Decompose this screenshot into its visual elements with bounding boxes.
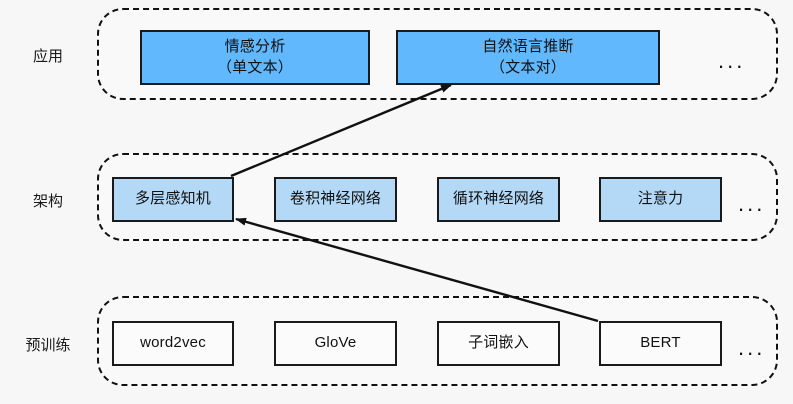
node-mlp-label: 多层感知机 bbox=[134, 190, 211, 208]
group-architecture: 多层感知机 卷积神经网络 循环神经网络 注意力 ... bbox=[97, 153, 778, 241]
node-glove-label: GloVe bbox=[314, 334, 357, 352]
node-sentiment-analysis-line2: （单文本） bbox=[216, 58, 293, 76]
node-natural-language-inference-line1: 自然语言推断 bbox=[482, 38, 574, 56]
node-glove[interactable]: GloVe bbox=[274, 321, 397, 366]
node-natural-language-inference-line2: （文本对） bbox=[489, 58, 566, 76]
node-cnn-label: 卷积神经网络 bbox=[289, 190, 382, 208]
row-label-application: 应用 bbox=[32, 48, 63, 65]
node-attention-label: 注意力 bbox=[637, 190, 684, 208]
node-sentiment-analysis-line1: 情感分析 bbox=[224, 38, 286, 56]
node-subword-embedding[interactable]: 子词嵌入 bbox=[437, 321, 560, 366]
ellipsis-application: ... bbox=[718, 48, 746, 73]
node-subword-embedding-label: 子词嵌入 bbox=[468, 334, 529, 352]
node-sentiment-analysis[interactable]: 情感分析 （单文本） bbox=[140, 30, 370, 85]
group-application: 情感分析 （单文本） 自然语言推断 （文本对） ... bbox=[97, 8, 778, 100]
ellipsis-pretraining: ... bbox=[738, 335, 766, 360]
group-pretraining: word2vec GloVe 子词嵌入 BERT ... bbox=[97, 296, 778, 386]
node-bert[interactable]: BERT bbox=[599, 321, 722, 366]
row-label-architecture: 架构 bbox=[32, 193, 63, 210]
node-cnn[interactable]: 卷积神经网络 bbox=[274, 177, 397, 222]
node-rnn-label: 循环神经网络 bbox=[452, 190, 545, 208]
node-bert-label: BERT bbox=[640, 334, 681, 352]
node-mlp[interactable]: 多层感知机 bbox=[112, 177, 234, 222]
node-word2vec-label: word2vec bbox=[140, 334, 206, 352]
row-label-pretraining: 预训练 bbox=[25, 337, 71, 354]
node-attention[interactable]: 注意力 bbox=[599, 177, 722, 222]
node-rnn[interactable]: 循环神经网络 bbox=[437, 177, 560, 222]
node-word2vec[interactable]: word2vec bbox=[112, 321, 234, 366]
ellipsis-architecture: ... bbox=[738, 191, 766, 216]
node-natural-language-inference[interactable]: 自然语言推断 （文本对） bbox=[396, 30, 660, 85]
